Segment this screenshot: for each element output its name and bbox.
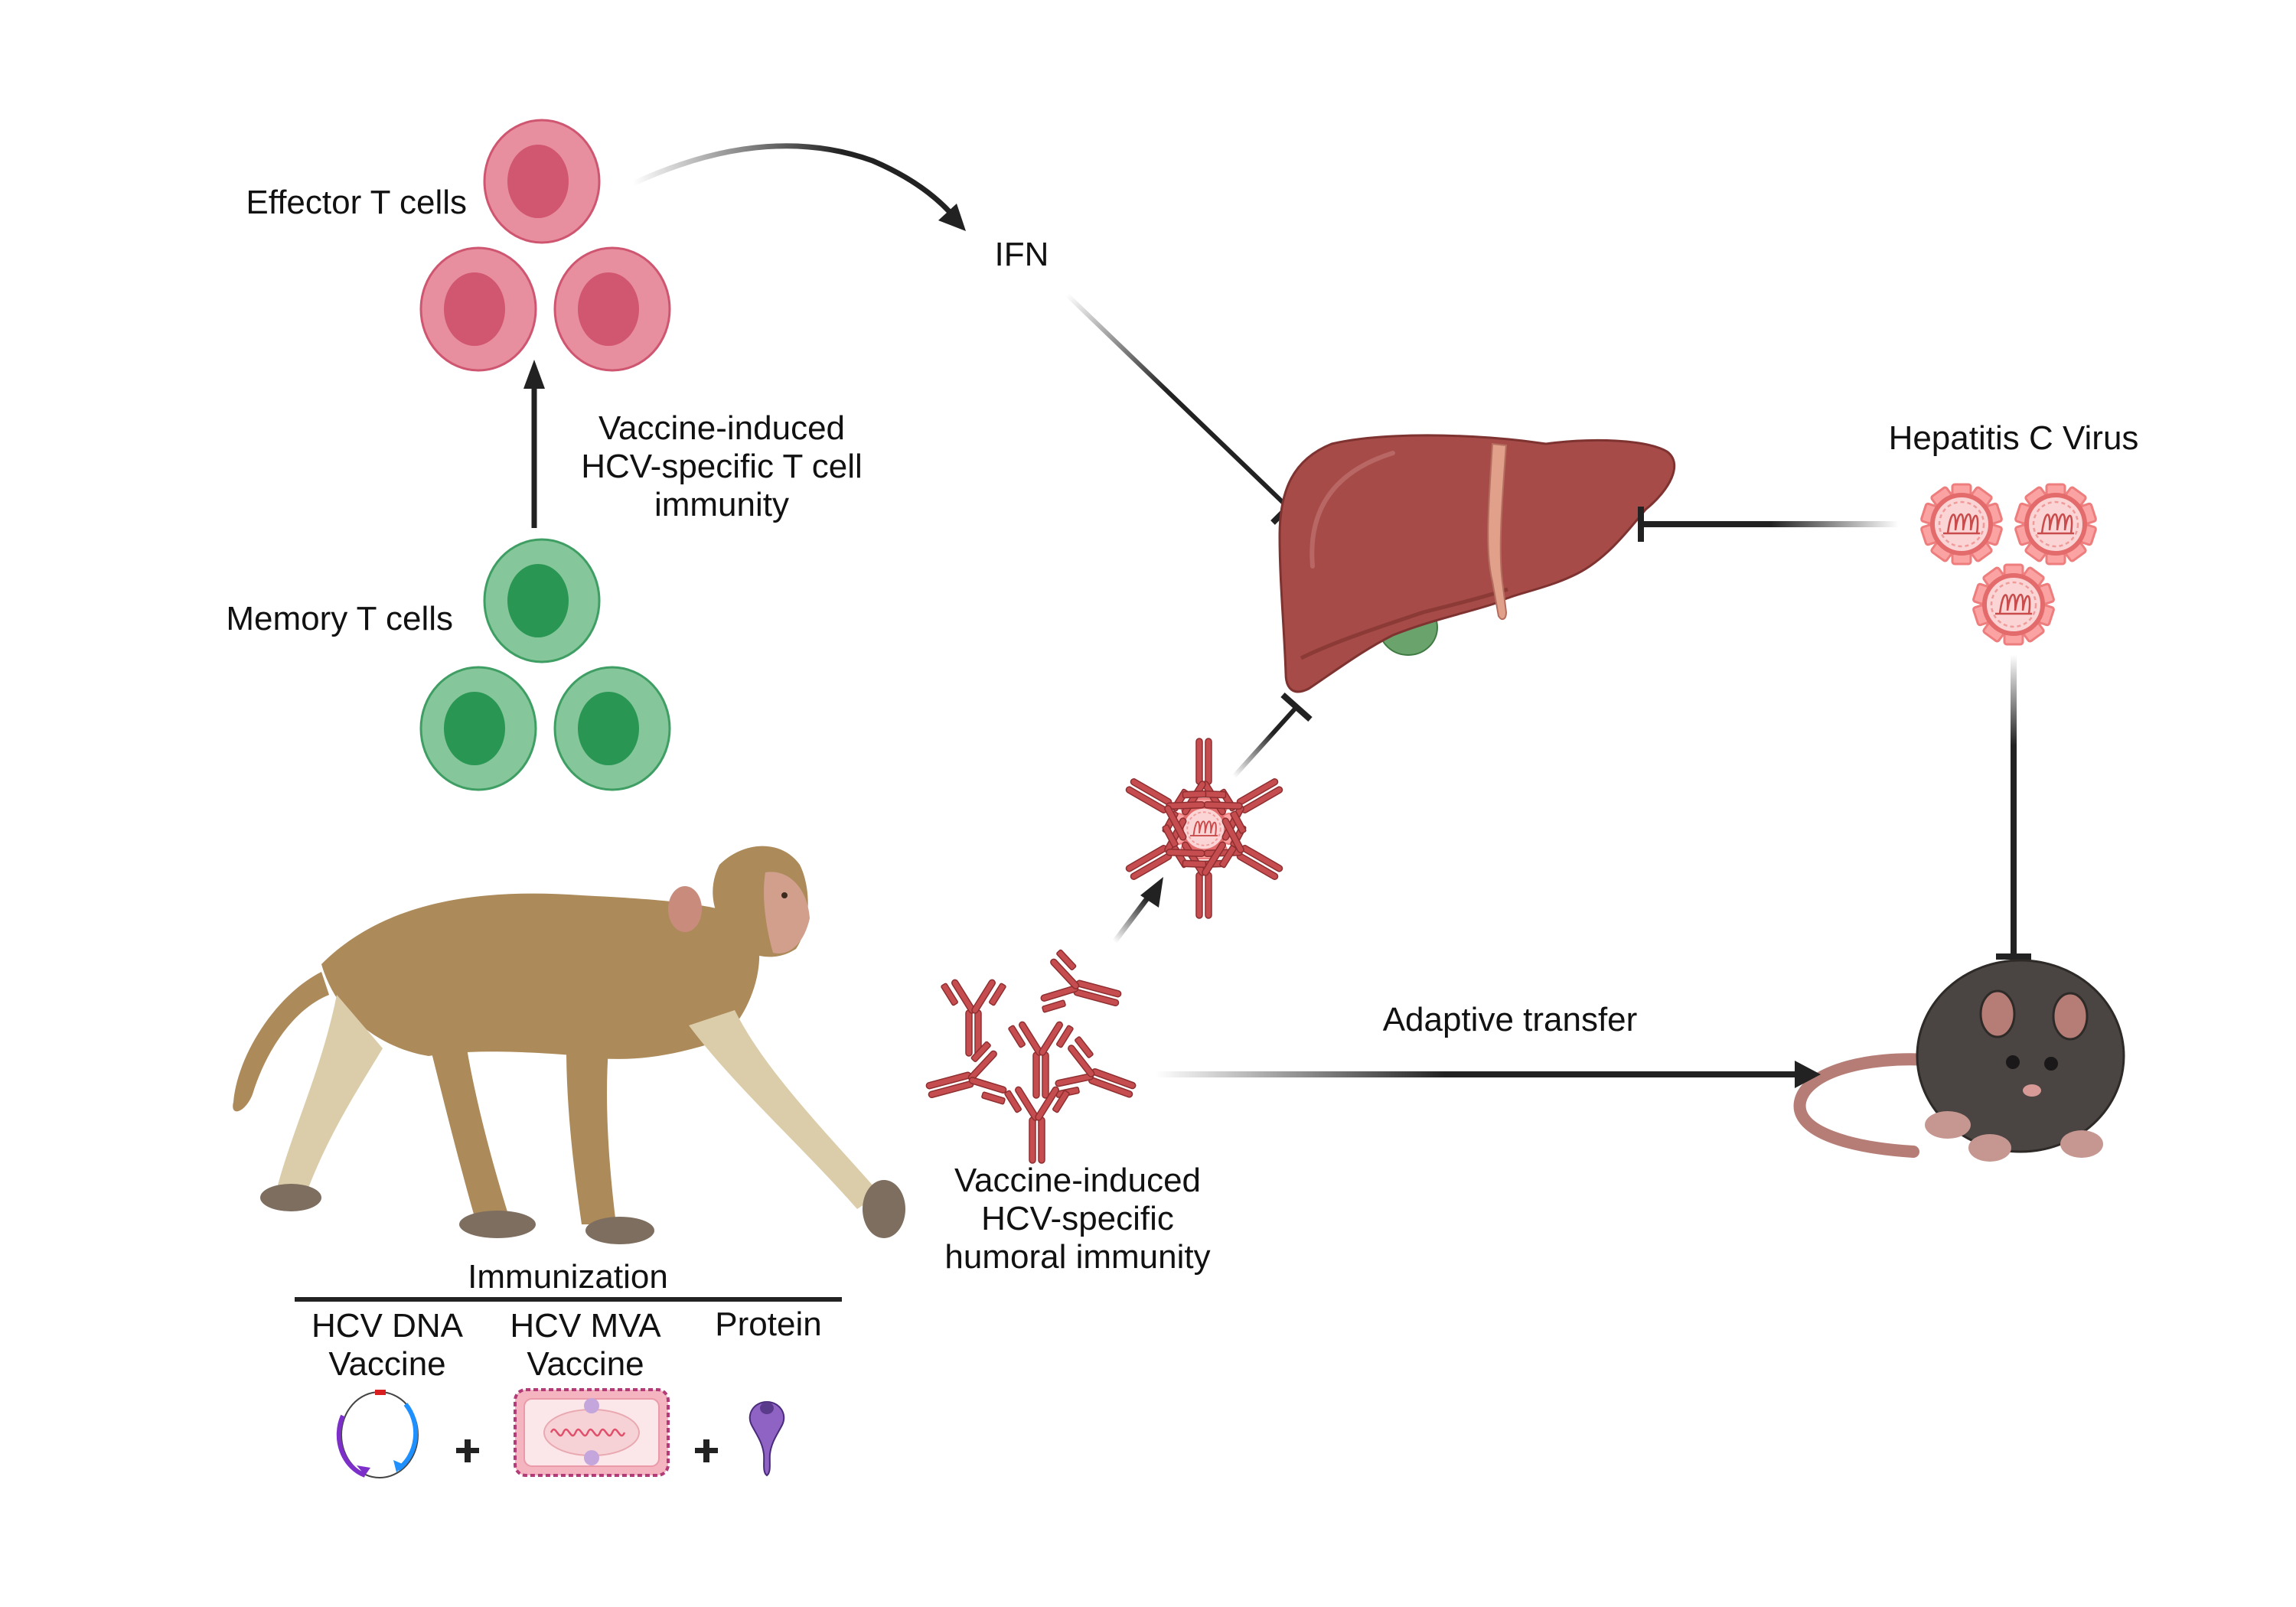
- antibody-icon: [1049, 1033, 1146, 1123]
- effector-t-cells: [419, 119, 671, 372]
- mouse-icon: [1793, 959, 2125, 1162]
- hcv-inhibits-mouse: [1996, 655, 2031, 960]
- antibody-icon: [1035, 947, 1129, 1032]
- hcv-label: Hepatitis C Virus: [1888, 419, 2139, 457]
- antibody-cluster: [918, 947, 1146, 1164]
- mva-virus-icon: [514, 1388, 670, 1477]
- hcv-virions: [1921, 484, 2096, 644]
- memory-t-cells-label: Memory T cells: [226, 600, 453, 637]
- plus-sign-2: [695, 1439, 718, 1462]
- dna-vaccine-label: HCV DNA Vaccine: [311, 1307, 464, 1383]
- ifn-inhibits-liver: [1065, 292, 1306, 525]
- neutralized-virion-inhibits-liver: [1231, 693, 1313, 779]
- memory-t-cell-icon: [553, 666, 671, 791]
- antibody-icon: [940, 978, 1007, 1057]
- macaque-icon: [233, 846, 905, 1244]
- effector-t-cell-icon: [483, 119, 601, 244]
- plus-sign-1: [456, 1439, 479, 1462]
- antibody-coated-virus-icon: [1111, 738, 1297, 919]
- effector-t-cell-icon: [553, 246, 671, 372]
- memory-to-effector-arrow: [523, 360, 545, 528]
- mva-vaccine-label: HCV MVA Vaccine: [510, 1307, 661, 1383]
- effector-to-ifn-arrow: [631, 143, 966, 231]
- effector-t-cell-icon: [419, 246, 537, 372]
- plasmid-icon: [336, 1390, 419, 1478]
- memory-t-cell-icon: [419, 666, 537, 791]
- virus-icon: [1973, 565, 2054, 644]
- protein-label: Protein: [715, 1305, 822, 1343]
- humoral-immunity-label: Vaccine-induced HCV-specific humoral imm…: [944, 1162, 1211, 1276]
- memory-t-cell-icon: [483, 538, 601, 663]
- effector-t-cells-label: Effector T cells: [246, 184, 467, 221]
- antibody-icon: [918, 1038, 1012, 1123]
- virus-icon: [2015, 484, 2096, 564]
- protein-icon: [748, 1400, 785, 1477]
- liver-icon: [1278, 434, 1676, 693]
- immunization-label: Immunization: [468, 1258, 668, 1296]
- antibody-to-virion-arrow: [1112, 877, 1163, 944]
- hcv-inhibits-liver: [1638, 507, 1899, 542]
- adaptive-transfer-arrow: [1156, 1061, 1821, 1088]
- adaptive-transfer-label: Adaptive transfer: [1382, 1001, 1638, 1038]
- ifn-label: IFN: [994, 236, 1049, 273]
- t-cell-immunity-label: Vaccine-induced HCV-specific T cell immu…: [581, 409, 863, 523]
- memory-t-cells: [419, 538, 671, 791]
- virus-icon: [1921, 484, 2002, 564]
